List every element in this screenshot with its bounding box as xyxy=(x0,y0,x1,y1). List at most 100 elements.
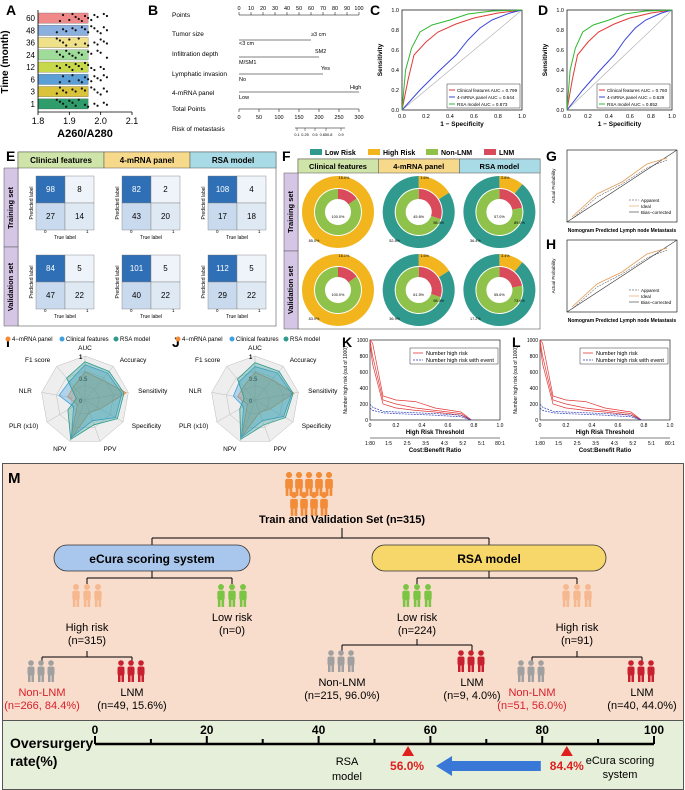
flow-panel xyxy=(2,463,684,722)
matrix-value: 27 xyxy=(46,212,55,221)
matrix-value: 2 xyxy=(163,185,168,194)
depth-high: SM2 xyxy=(315,49,326,55)
person-body xyxy=(117,666,125,676)
person-head xyxy=(218,584,224,590)
true-label: True label xyxy=(140,235,162,241)
ecura-scale-label-2: system xyxy=(603,769,638,781)
dot xyxy=(99,79,102,82)
row-header: Validation set xyxy=(6,262,15,311)
person-leg xyxy=(83,599,87,607)
rsa-value: 56.0% xyxy=(390,759,424,773)
points-label: 40 xyxy=(284,6,290,12)
high-risk-line xyxy=(369,339,472,421)
panel-label-e: E xyxy=(6,148,16,164)
inner-non-lnm xyxy=(476,189,523,235)
ratio-tick: 4:3 xyxy=(441,441,448,447)
person-body xyxy=(325,478,333,489)
plot-frame xyxy=(401,9,523,111)
legend-dot xyxy=(113,336,119,342)
ytick-6: 6 xyxy=(31,75,36,84)
xtick-0.8: 0.8 xyxy=(494,114,502,120)
dot xyxy=(80,67,83,71)
person-body xyxy=(562,590,570,601)
points-label: 50 xyxy=(296,6,302,12)
inner-lnm xyxy=(418,267,442,298)
person-head xyxy=(240,584,246,590)
x-axis-label: Nomogram Predicted Lymph node Metastasis xyxy=(568,228,677,234)
dot xyxy=(105,103,109,106)
row-header-bg xyxy=(3,246,19,327)
tumor-high: ≥3 cm xyxy=(311,32,326,38)
inner-lnm xyxy=(418,189,442,220)
radar-axis-label: Specificity xyxy=(132,423,162,430)
person-body xyxy=(285,478,293,489)
legend-entry: RSA model xyxy=(120,337,150,343)
ecura-label: eCura scoring system xyxy=(89,552,214,566)
xtick-0.4: 0.4 xyxy=(446,114,454,120)
row-header: Validation set xyxy=(286,265,295,314)
matrix-cell xyxy=(236,281,267,310)
flow-title: Train and Validation Set (n=315) xyxy=(259,514,425,526)
dot xyxy=(74,90,77,93)
leaf-label-3: LNM xyxy=(460,677,483,689)
ytick-48: 48 xyxy=(26,26,35,35)
axis-tick: 1 xyxy=(258,308,261,313)
radar-spoke xyxy=(41,392,86,401)
total-label: 150 xyxy=(294,115,303,121)
legend-entry: Clinical features xyxy=(236,337,279,343)
x-axis-label: High Risk Threshold xyxy=(576,430,635,436)
matrix-cell xyxy=(207,254,238,283)
person-head xyxy=(28,660,34,666)
person-head xyxy=(95,584,101,590)
person-leg xyxy=(348,665,351,672)
col-header: 4-mRNA panel xyxy=(393,162,444,171)
event-line xyxy=(539,407,642,421)
radar-axis-label: AUC xyxy=(78,345,92,352)
radar-axis-label: Sensitivity xyxy=(138,388,168,395)
roc-c: 0.00.00.20.20.40.40.60.60.80.81.01.01 − … xyxy=(377,8,526,128)
ytick-400: 400 xyxy=(530,386,539,392)
col-header-bg xyxy=(459,158,541,174)
ytick-0.2: 0.2 xyxy=(391,88,399,94)
person-body xyxy=(457,656,465,666)
leaf-n-4: (n=51, 56.0%) xyxy=(497,700,566,712)
person-head xyxy=(403,584,409,590)
nomo-row-points: Points xyxy=(172,12,191,19)
dot xyxy=(105,56,109,59)
dot xyxy=(58,19,62,23)
ytick-1: 1 xyxy=(31,100,36,109)
person-body xyxy=(305,478,313,489)
panel-label-g: G xyxy=(546,148,557,164)
dot xyxy=(77,17,80,21)
plot-frame xyxy=(566,239,678,313)
dot xyxy=(90,86,93,89)
ecura-low-n: (n=0) xyxy=(219,625,245,637)
person-body xyxy=(413,590,421,601)
dot xyxy=(68,99,71,102)
leaf-n-2: (n=215, 96.0%) xyxy=(304,690,380,702)
person-head xyxy=(300,491,308,499)
apparent-line xyxy=(571,247,668,308)
inner-non-lnm xyxy=(395,267,441,313)
points-label: 90 xyxy=(344,6,350,12)
lymph-high: Yes xyxy=(321,66,330,72)
donut-label: 83.9% xyxy=(309,317,320,321)
outer-low-risk xyxy=(463,254,536,326)
matrix-value: 4 xyxy=(249,185,254,194)
dot xyxy=(87,105,90,108)
person-leg xyxy=(428,599,432,607)
dot xyxy=(90,25,93,28)
donut-label: 3.4% xyxy=(501,254,510,258)
dot xyxy=(96,77,99,80)
person-body xyxy=(477,656,485,666)
dot xyxy=(80,53,83,56)
ytick-0.8: 0.8 xyxy=(556,28,564,34)
bias-line xyxy=(571,159,668,220)
pred-label: Predicted label xyxy=(115,265,121,298)
ecura-low-label: Low risk xyxy=(212,612,253,624)
person-leg xyxy=(338,665,341,672)
panel-label-f: F xyxy=(282,148,291,164)
legend-dot xyxy=(283,336,289,342)
xtick-0.2: 0.2 xyxy=(563,423,570,429)
dot xyxy=(102,87,105,90)
